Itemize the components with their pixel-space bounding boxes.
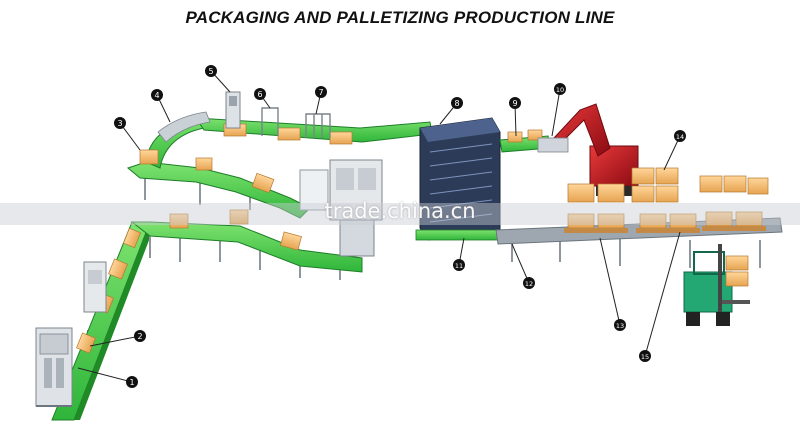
callout-7: 7 (315, 86, 327, 98)
svg-text:8: 8 (454, 99, 459, 108)
pallet-dispenser (415, 117, 507, 241)
svg-text:11: 11 (455, 262, 463, 270)
svg-text:7: 7 (318, 88, 323, 97)
svg-text:13: 13 (616, 322, 624, 330)
callout-1: 1 (126, 376, 138, 388)
forklift (683, 244, 750, 326)
svg-text:6: 6 (257, 90, 262, 99)
callout-11: 11 (453, 259, 465, 271)
svg-text:2: 2 (137, 332, 142, 341)
callout-12: 12 (523, 277, 535, 289)
accumulation-conveyors (126, 111, 433, 280)
svg-text:3: 3 (117, 119, 122, 128)
control-cabinet (225, 91, 241, 129)
callout-14: 14 (674, 130, 686, 142)
callout-10: 10 (554, 83, 566, 95)
page-title: PACKAGING AND PALLETIZING PRODUCTION LIN… (185, 8, 615, 27)
filling-unit (83, 261, 107, 313)
svg-text:9: 9 (512, 99, 517, 108)
svg-text:12: 12 (525, 280, 533, 288)
loaded-pallets (564, 167, 769, 233)
svg-text:10: 10 (556, 86, 564, 94)
callout-9: 9 (509, 97, 521, 109)
svg-text:1: 1 (129, 378, 134, 387)
case-sealer (299, 159, 383, 257)
callout-6: 6 (254, 88, 266, 100)
callout-5: 5 (205, 65, 217, 77)
packing-machine (35, 327, 73, 407)
callout-3: 3 (114, 117, 126, 129)
svg-text:4: 4 (154, 91, 159, 100)
svg-text:15: 15 (641, 353, 649, 361)
watermark-band (0, 203, 800, 225)
svg-text:14: 14 (676, 133, 684, 141)
callout-markers: 1 2 3 4 5 6 7 8 9 10 11 12 13 14 15 (114, 65, 686, 388)
callout-8: 8 (451, 97, 463, 109)
callout-2: 2 (134, 330, 146, 342)
callout-4: 4 (151, 89, 163, 101)
watermark-text: trade.china.cn (324, 199, 476, 223)
callout-15: 15 (639, 350, 651, 362)
svg-text:5: 5 (208, 67, 213, 76)
callout-13: 13 (614, 319, 626, 331)
palletizing-robot (537, 103, 639, 196)
